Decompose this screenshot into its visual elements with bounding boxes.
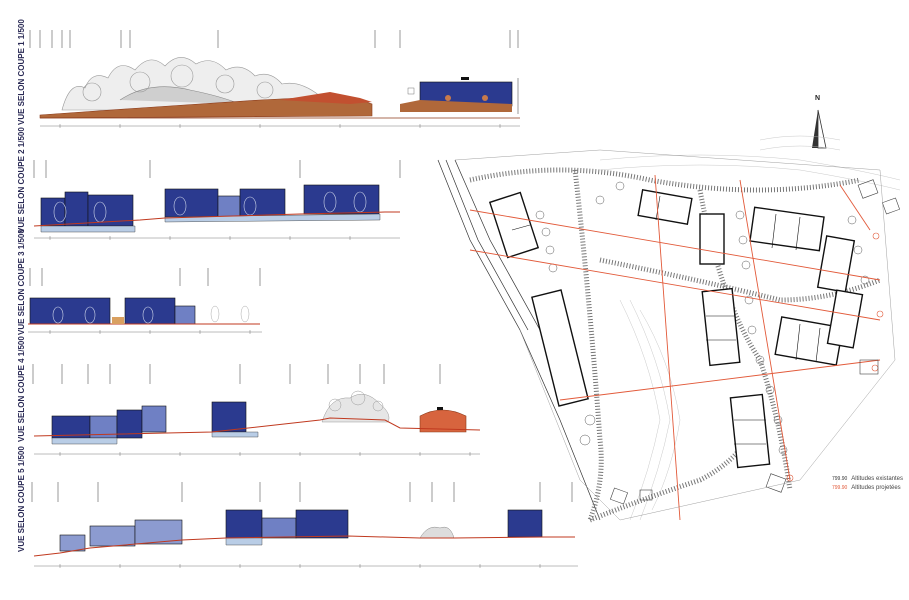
legend-existing: 799.90 Altitudes existantes: [832, 474, 903, 483]
plan-building-10: [729, 393, 771, 469]
site-plan: [437, 135, 901, 523]
plan-building-9: [826, 289, 864, 349]
legend-existing-label: Altitudes existantes: [851, 475, 903, 482]
section-1-trees: [61, 57, 321, 111]
section-4-orange-building: [419, 409, 467, 433]
section-3-building-a: [29, 297, 111, 325]
north-arrow-icon: [812, 109, 827, 149]
plan-building-4: [699, 213, 725, 265]
plan-section-line-4: [654, 174, 681, 521]
section-2-building-c: [303, 184, 380, 215]
section-2-drawing: [33, 160, 401, 240]
plan-section-line-1: [469, 209, 881, 281]
section-1-ticks: [59, 124, 501, 128]
legend-existing-sample: 799.90: [832, 475, 848, 482]
plan-building-6: [816, 235, 856, 293]
plan-building-5: [749, 206, 825, 252]
plan-section-line-2: [469, 249, 881, 321]
section-5-building-b: [225, 509, 263, 539]
plan-building-8: [774, 316, 844, 366]
plan-building-7: [701, 287, 741, 367]
plan-section-line-5: [739, 179, 791, 481]
section-3-building-b: [124, 297, 176, 325]
legend-projected: 799.90 Altitudes projetées: [832, 483, 903, 492]
section-4-drawing: [32, 364, 481, 456]
section-1-marker-lines: [29, 30, 519, 48]
plan-building-1: [488, 191, 540, 259]
plan-section-line-3: [559, 359, 881, 401]
section-2-building-a: [40, 197, 66, 227]
section-2-terrain: [33, 211, 400, 227]
legend-projected-label: Altitudes projetées: [851, 484, 901, 491]
section-4-terrain: [33, 417, 481, 437]
north-label: N: [815, 95, 821, 102]
legend-projected-sample: 799.90: [832, 484, 848, 491]
section-1-drawing: [29, 30, 520, 128]
section-5-building-a: [59, 534, 86, 552]
section-5-drawing: [31, 482, 578, 568]
section-5-terrain: [33, 535, 575, 557]
section-3-drawing: [28, 268, 262, 334]
section-5-building-c: [507, 509, 543, 538]
legend: 799.90 Altitudes existantes 799.90 Altit…: [832, 474, 903, 492]
plan-building-2: [531, 289, 589, 407]
plan-building-3: [637, 189, 693, 225]
section-2-building-b: [164, 188, 219, 218]
section-4-building-b: [211, 401, 247, 433]
